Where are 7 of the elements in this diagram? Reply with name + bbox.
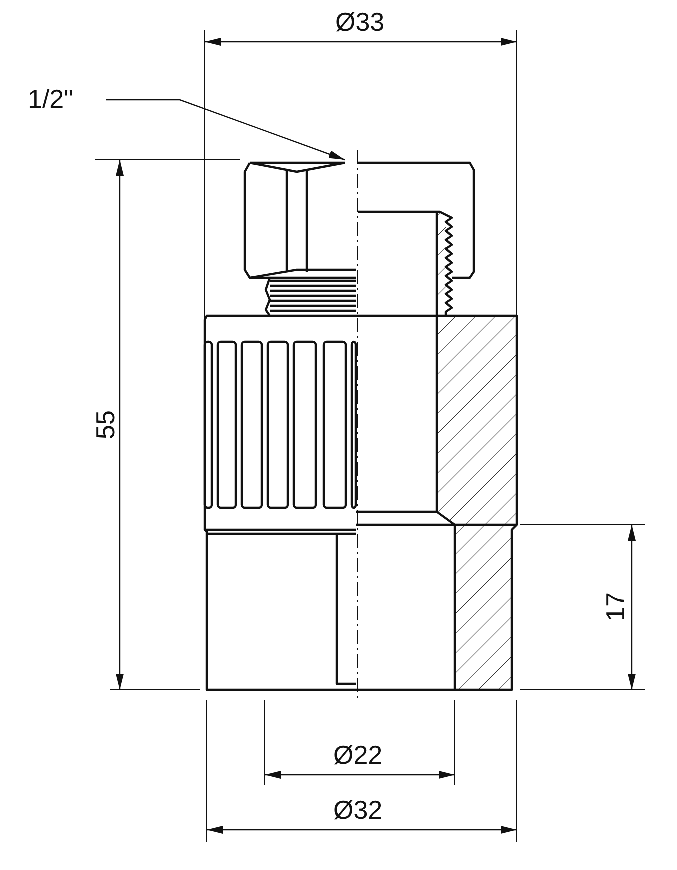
callout-label: 1/2" xyxy=(28,84,74,114)
dimension-label: Ø32 xyxy=(334,795,383,825)
leader-line xyxy=(106,99,346,161)
dimension-label: Ø22 xyxy=(334,740,383,770)
dimension-label: 55 xyxy=(90,410,120,440)
dimension-label: 17 xyxy=(600,592,630,622)
dimension-label: Ø33 xyxy=(336,7,385,37)
